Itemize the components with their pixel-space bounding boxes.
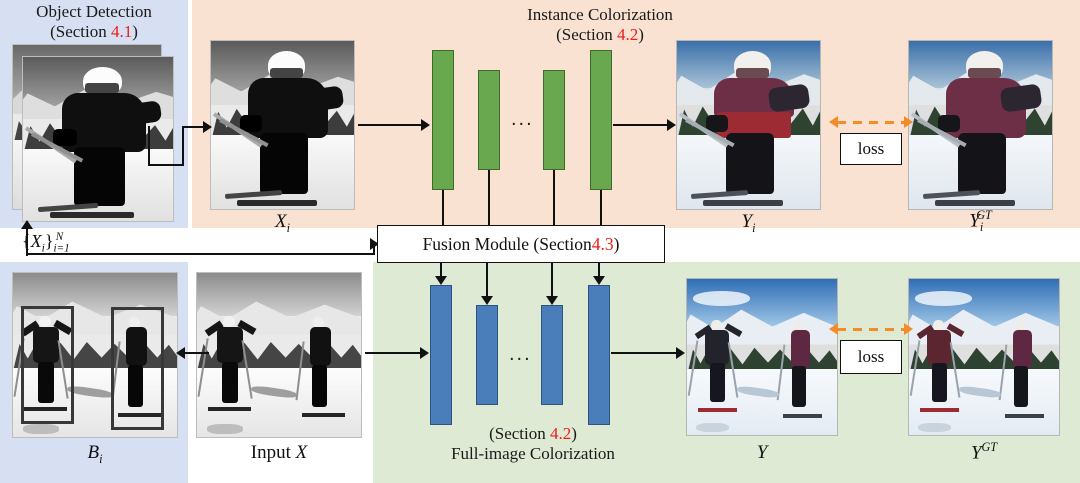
fusion-to-full-stem-4 [597,263,601,277]
fusion-to-full-arrow-3 [546,296,558,305]
label-instance-output: Yi [741,211,756,235]
bounding-box-2 [111,307,164,431]
conn-inputx-to-network-arrow [420,347,429,359]
loss-box-full: loss [840,340,902,374]
label-full-groundtruth: YGT [970,440,998,464]
instance-stem-2 [487,170,491,226]
conn-detect-to-xi-vert2 [182,126,185,166]
instance-network-layer-2 [478,70,500,170]
loss-top-arrow-right [904,116,913,128]
label-input-x: Input X [250,442,308,463]
instance-stem-1 [441,190,445,226]
label-full-output: Y [756,442,768,463]
loss-top-arrow-left [829,116,838,128]
conn-xi-to-network [358,124,422,127]
label-instance-input: Xi [275,211,290,235]
fusion-to-full-arrow-2 [481,296,493,305]
fusion-module-box[interactable]: Fusion Module (Section 4.3) [377,225,665,263]
loss-bottom-arrow-right [904,323,913,335]
title-object-detection: Object Detection (Section 4.1) [0,2,188,42]
conn-inputx-to-bi-arrow [176,347,185,359]
fusion-to-full-arrow-4 [593,276,605,285]
conn-network-to-y-arrow [676,347,685,359]
conn-detect-to-xi-vert [148,126,151,166]
fusion-to-full-stem-1 [439,263,443,277]
full-network-layer-3 [541,305,563,405]
instance-network-layer-1 [432,50,454,190]
section-number-4-1: 4.1 [110,22,133,41]
section-number-4-2-bottom: 4.2 [549,424,572,443]
title-full-image-colorization: (Section 4.2) Full-image Colorization [373,424,693,464]
fusion-to-full-arrow-1 [435,276,447,285]
title-instance-colorization-line2: (Section 4.2) [556,25,644,44]
conn-set-horiz [26,253,375,256]
conn-set-vert [26,228,29,256]
conn-detect-to-xi-h2 [182,126,204,129]
title-instance-colorization-line1: Instance Colorization [527,5,673,24]
instance-network-layer-4 [590,50,612,190]
image-instance-output-yi [676,40,821,210]
fusion-module-text-post: ) [613,233,620,254]
conn-network-to-yi-arrow [667,119,676,131]
fusion-to-full-stem-3 [550,263,554,297]
title-object-detection-line1: Object Detection [36,2,152,21]
full-network-layer-4 [588,285,610,425]
fusion-to-full-stem-2 [485,263,489,297]
title-full-colorization-line1: (Section 4.2) [489,424,577,443]
image-detection-crop-front [22,56,174,222]
conn-set-arrow-up [21,220,33,229]
instance-stem-3 [552,170,556,226]
conn-inputx-to-network [365,352,421,355]
title-instance-colorization: Instance Colorization (Section 4.2) [330,5,870,45]
instance-stem-4 [599,190,603,226]
section-number-4-2-top: 4.2 [616,25,639,44]
fusion-module-text-pre: Fusion Module (Section [422,233,592,254]
image-full-groundtruth [908,278,1060,436]
bounding-box-1 [21,305,74,424]
image-instance-input-xi [210,40,355,210]
instance-network-layer-3 [543,70,565,170]
title-object-detection-line2: (Section 4.1) [50,22,138,41]
conn-set-riser [373,244,376,255]
conn-xi-to-network-arrow [421,119,430,131]
loss-box-instance: loss [840,133,902,165]
image-instance-groundtruth [908,40,1053,210]
image-bounding-boxes [12,272,178,438]
section-number-4-3: 4.3 [591,233,614,254]
full-network-layer-1 [430,285,452,425]
loss-top-dashed-line [837,120,905,124]
conn-inputx-to-bi [183,352,209,355]
instance-network-ellipsis: ... [511,108,534,130]
label-instance-groundtruth: YiGT [969,208,992,235]
conn-network-to-y [611,352,677,355]
conn-detect-to-xi-h1 [148,164,184,167]
conn-network-to-yi [613,124,668,127]
loss-bottom-dashed-line [837,327,905,331]
image-full-output-y [686,278,838,436]
image-input-x [196,272,362,438]
full-network-layer-2 [476,305,498,405]
full-network-ellipsis: ... [509,343,532,365]
conn-detect-to-xi-arrow [203,121,212,133]
label-bounding-boxes: Bi [87,442,103,466]
title-full-colorization-line2: Full-image Colorization [451,444,615,463]
loss-bottom-arrow-left [829,323,838,335]
